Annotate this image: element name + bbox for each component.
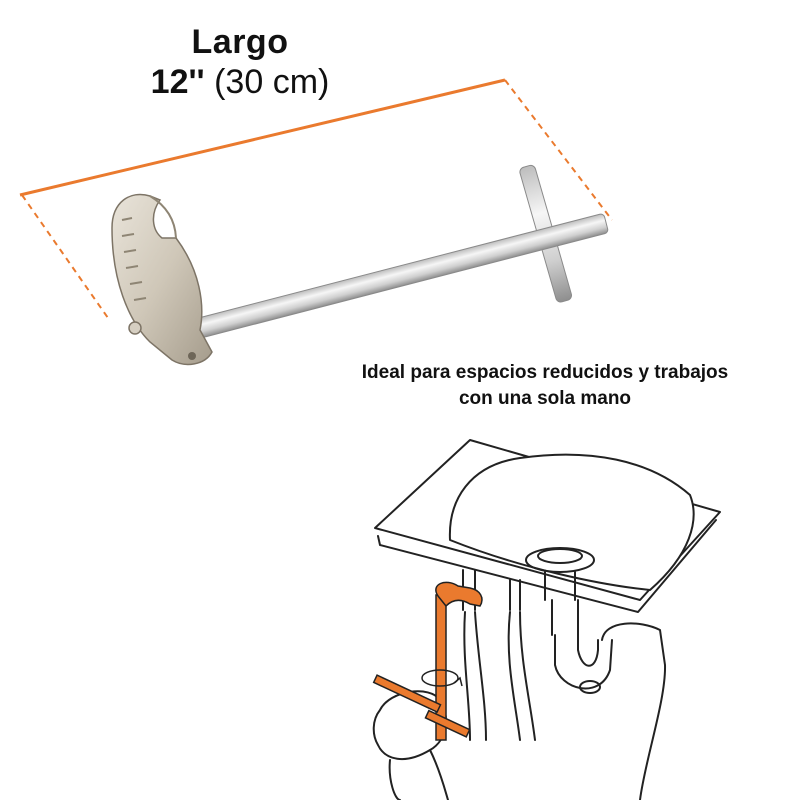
length-metric: (30 cm) [214,63,330,101]
length-value: 12'' (30 cm) [140,62,340,102]
dimension-line [19,78,613,319]
jaw-pin-icon [188,352,196,360]
rotation-arrow-icon [421,669,463,687]
wrench-shaft [197,213,609,338]
length-label: Largo [191,23,289,61]
sink-usage-illustration [372,439,721,800]
measurement-heading: Largo 12'' (30 cm) [140,22,340,102]
jaw-pivot-icon [128,321,142,335]
usage-caption: Ideal para espacios reducidos y trabajos… [340,360,750,412]
wrench-in-use [372,581,483,741]
usage-caption-line1: Ideal para espacios reducidos y trabajos [361,362,729,383]
length-imperial: 12'' [150,63,205,101]
wrench-jaw [111,193,213,366]
usage-caption-line2: con una sola mano [458,388,632,409]
basin-wrench [111,164,609,366]
